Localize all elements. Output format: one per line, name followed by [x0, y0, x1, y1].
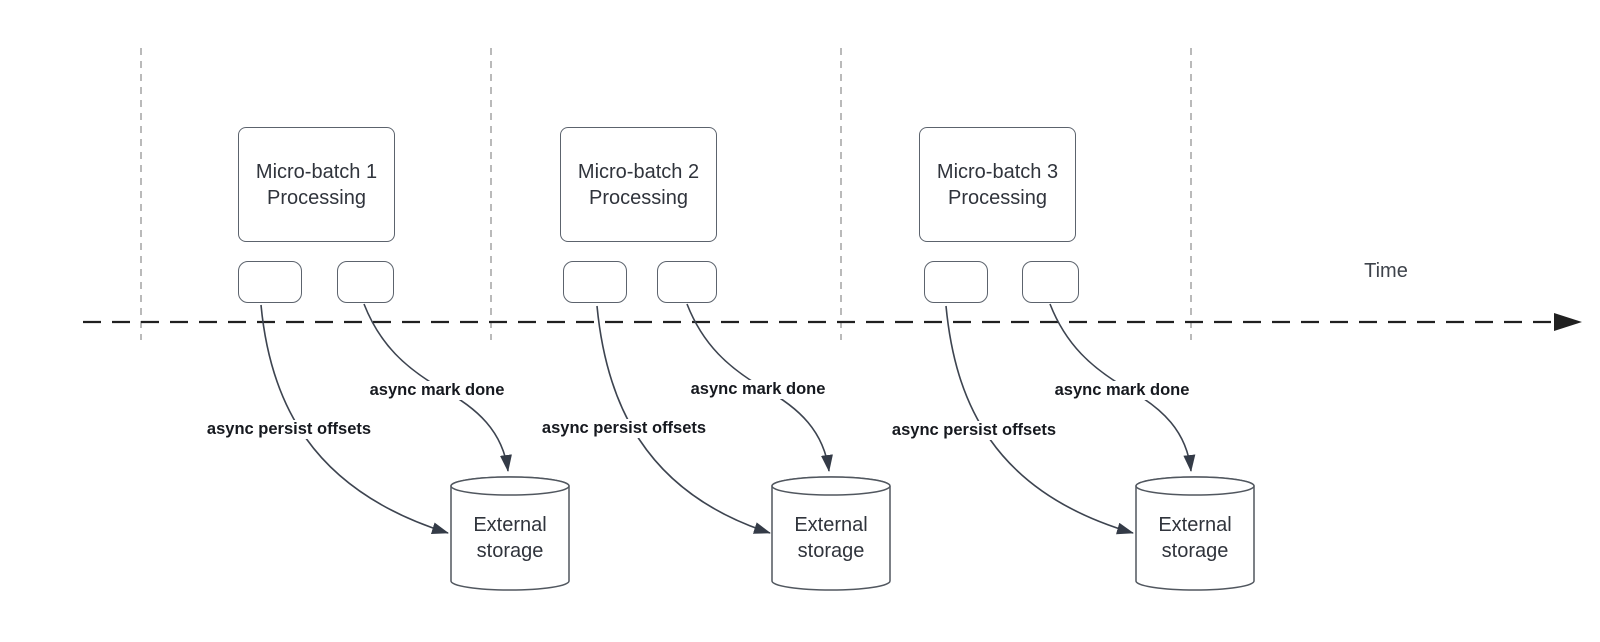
mark-done-task-box-1	[337, 261, 394, 303]
external-storage-label-3: External storage	[1158, 514, 1232, 562]
micro-batch-2-processing-box: Micro-batch 2 Processing	[560, 127, 717, 242]
persist-offsets-arrow-3	[945, 305, 1134, 535]
persist-offsets-task-box-3	[924, 261, 988, 303]
external-storage-cylinder-2	[771, 476, 891, 591]
persist-offsets-label-2: async persist offsets	[538, 419, 710, 438]
external-storage-cylinder-1	[450, 476, 570, 591]
micro-batch-3-title: Micro-batch 3	[936, 160, 1059, 183]
persist-offsets-label-1: async persist offsets	[203, 420, 375, 439]
mark-done-task-box-2	[657, 261, 717, 303]
persist-offsets-arrow-1	[260, 304, 449, 534]
mark-done-label-2: async mark done	[687, 380, 829, 399]
micro-batch-1-processing-box: Micro-batch 1 Processing	[238, 127, 395, 242]
mark-done-label-3: async mark done	[1051, 381, 1193, 400]
batch-boundary-gridlines	[140, 48, 1192, 340]
persist-offsets-label-3: async persist offsets	[888, 421, 1060, 440]
persist-offsets-task-box-1	[238, 261, 302, 303]
external-storage-label-1: External storage	[473, 514, 547, 562]
mark-done-task-box-3	[1022, 261, 1079, 303]
persist-offsets-arrow-2	[596, 305, 771, 534]
micro-batch-1-title: Micro-batch 1	[255, 160, 378, 183]
mark-done-label-1: async mark done	[366, 381, 508, 400]
micro-batch-2-title: Micro-batch 2	[577, 160, 700, 183]
micro-batch-2-subtitle: Processing	[589, 186, 688, 209]
micro-batch-3-processing-box: Micro-batch 3 Processing	[919, 127, 1076, 242]
micro-batch-1-subtitle: Processing	[267, 186, 366, 209]
external-storage-label-2: External storage	[794, 514, 868, 562]
micro-batch-3-subtitle: Processing	[948, 186, 1047, 209]
persist-offsets-task-box-2	[563, 261, 627, 303]
external-storage-cylinder-3	[1135, 476, 1255, 591]
time-axis-label: Time	[1364, 260, 1408, 282]
time-axis-arrowhead-icon	[1554, 313, 1582, 331]
